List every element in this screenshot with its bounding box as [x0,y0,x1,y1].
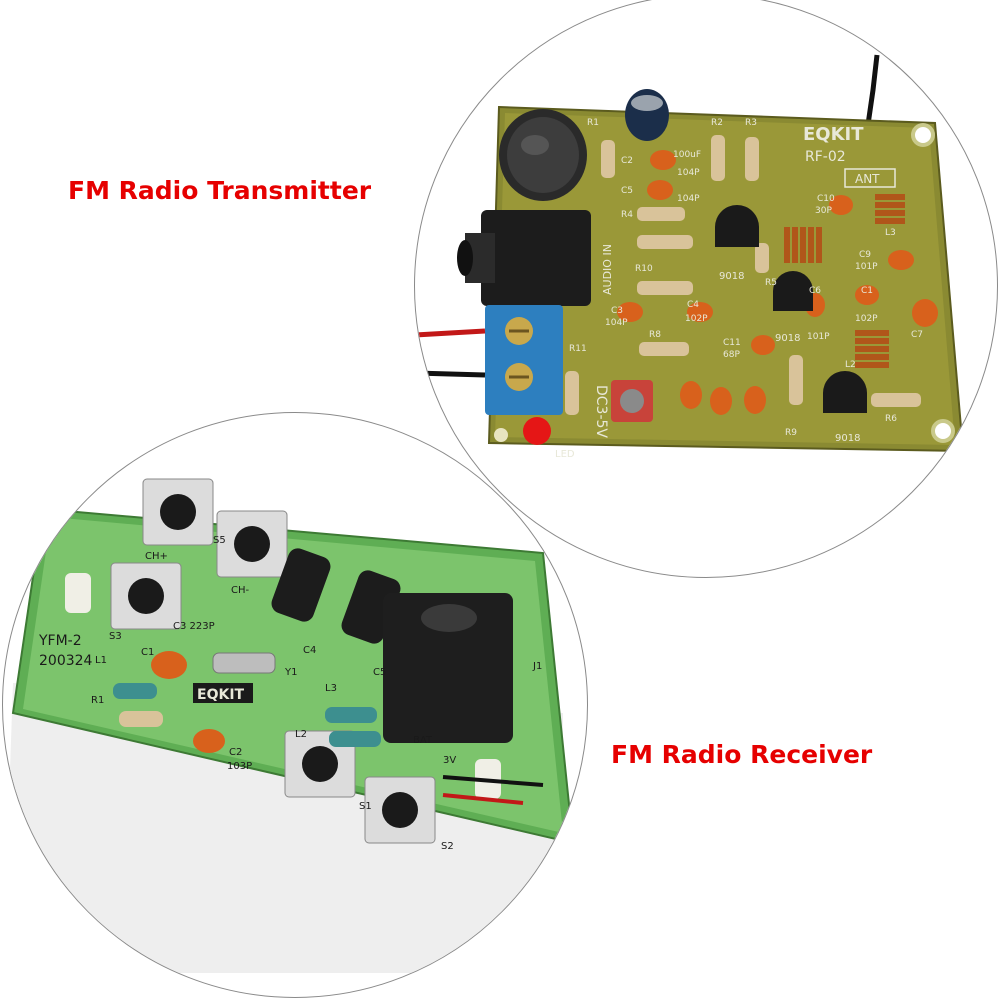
led-label: LED [555,449,575,460]
switch-label-s1: S1 [359,801,372,812]
transistor-label-2: 9018 [775,333,800,344]
component-label-c4: C4 [687,300,699,310]
component-label-c2: C2 [621,156,633,166]
value-label-104p-3: 104P [605,318,628,328]
audio-in-label: AUDIO IN [601,244,614,295]
component-label-r3: R3 [745,118,757,128]
component-label-r11: R11 [569,344,587,354]
component-label-l3: L3 [325,683,337,694]
component-label-3v: 3V [443,755,456,766]
switch-label-s3: S3 [109,631,122,642]
component-label-r6: R6 [885,414,897,424]
component-label-r5: R5 [765,278,777,288]
transistor-label-1: 9018 [719,271,744,282]
receiver-photo: EQKIT YFM-2 200324 S5 S3 S1 S2 CH+ CH- C… [2,412,588,998]
value-label-30p: 30P [815,206,832,216]
component-label-c9: C9 [859,250,871,260]
component-label-bat: BAT [413,735,433,746]
transmitter-label: FM Radio Transmitter [68,176,372,205]
value-label-104p-1: 104P [677,168,700,178]
value-label-102p-2: 102P [855,314,878,324]
transmitter-model-text: RF-02 [805,149,846,165]
transistor-label-3: 9018 [835,433,860,444]
receiver-label: FM Radio Receiver [611,740,873,769]
receiver-date-code: 200324 [39,653,93,669]
value-label-101p-1: 101P [855,262,878,272]
component-label-y1: Y1 [284,667,297,678]
value-label-102p-1: 102P [685,314,708,324]
receiver-brand-text: EQKIT [197,687,245,703]
component-label-c1: C1 [141,647,154,658]
component-label-r4: R4 [621,210,633,220]
channel-label-ch-minus: CH- [231,585,250,596]
component-label-l2: L2 [845,360,856,370]
power-label: DC3-5V [593,385,609,438]
ant-label: ANT [855,172,880,186]
component-label-c5: C5 [373,667,386,678]
value-label-68p: 68P [723,350,740,360]
component-label-c4: C4 [303,645,316,656]
component-label-r9: R9 [785,428,797,438]
component-label-l2: L2 [295,729,307,740]
transmitter-brand-text: EQKIT [803,124,864,145]
component-label-c5: C5 [621,186,633,196]
component-label-c3: C3 [611,306,623,316]
component-label-r2: R2 [711,118,723,128]
component-label-c6: C6 [809,286,821,296]
component-label-r1: R1 [587,118,599,128]
switch-label-s2: S2 [441,841,454,852]
component-label-103p: 103P [227,761,252,772]
value-label-100uf: 100uF [673,150,701,160]
component-label-r10: R10 [635,264,653,274]
component-label-l3: L3 [885,228,896,238]
transmitter-board-image: EQKIT RF-02 ANT AUDIO IN DC3-5V LED 9018… [415,54,965,460]
component-label-r1: R1 [91,695,104,706]
component-label-c3: C3 223P [173,621,215,632]
receiver-board-image: EQKIT YFM-2 200324 S5 S3 S1 S2 CH+ CH- C… [3,478,575,973]
value-label-104p-2: 104P [677,194,700,204]
channel-label-ch-plus: CH+ [145,551,168,562]
component-label-j1: J1 [532,661,542,672]
component-label-c1: C1 [861,286,873,296]
transmitter-photo: EQKIT RF-02 ANT AUDIO IN DC3-5V LED 9018… [414,0,998,578]
component-label-c7: C7 [911,330,923,340]
component-label-c2: C2 [229,747,242,758]
component-label-l1: L1 [95,655,107,666]
component-label-r8: R8 [649,330,661,340]
value-label-101p-2: 101P [807,332,830,342]
component-label-c11: C11 [723,338,741,348]
switch-label-s5: S5 [213,535,226,546]
component-label-c10: C10 [817,194,835,204]
receiver-model-text: YFM-2 [38,633,82,649]
